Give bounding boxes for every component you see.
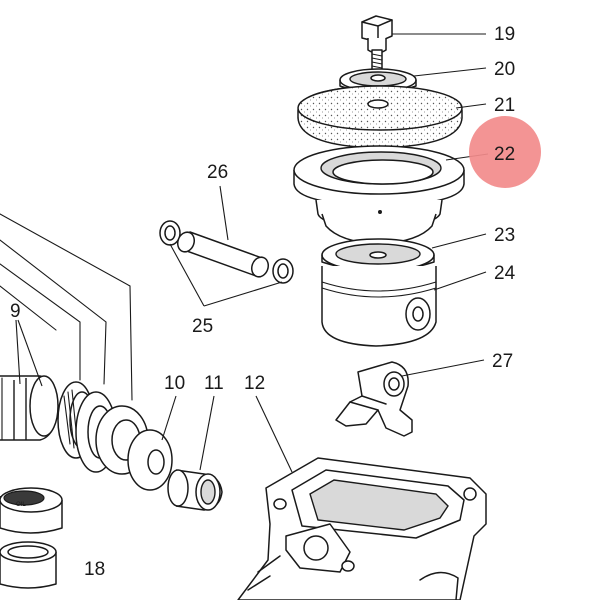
leader-lines [15, 33, 489, 473]
part-9-bearing [0, 375, 59, 441]
label-part-26: 26 [207, 162, 228, 183]
part-26-pin [176, 231, 270, 278]
label-part-27: 27 [492, 351, 513, 372]
label-part-12: 12 [244, 373, 265, 394]
part-21-cap [297, 85, 463, 149]
part-25-circlip-left [159, 220, 181, 246]
label-part-25: 25 [192, 316, 213, 337]
label-part-22: 22 [494, 144, 515, 165]
part-24-piston [321, 266, 437, 347]
part-25-circlip-right [272, 258, 294, 284]
part-12-housing [237, 457, 487, 600]
label-part-19: 19 [494, 24, 515, 45]
label-part-21: 21 [494, 95, 515, 116]
label-part-20: 20 [494, 59, 515, 80]
part-27-bracket [335, 361, 413, 437]
label-part-24: 24 [494, 263, 516, 284]
label-part-18: 18 [84, 559, 105, 580]
highlight-circle [469, 116, 541, 188]
label-part-11: 11 [204, 373, 224, 394]
part-18-can: OIL [0, 487, 63, 534]
label-part-9: 9 [10, 301, 21, 322]
left-frame-lines [0, 213, 133, 401]
label-part-23: 23 [494, 225, 515, 246]
part-22-flange [293, 145, 465, 245]
part-18-seal-cup [0, 541, 57, 589]
part-19-bolt [361, 15, 393, 73]
part-10-shim [127, 429, 173, 491]
part-11-bush [167, 469, 223, 511]
label-part-10: 10 [164, 373, 185, 394]
can-label: OIL [16, 502, 26, 508]
